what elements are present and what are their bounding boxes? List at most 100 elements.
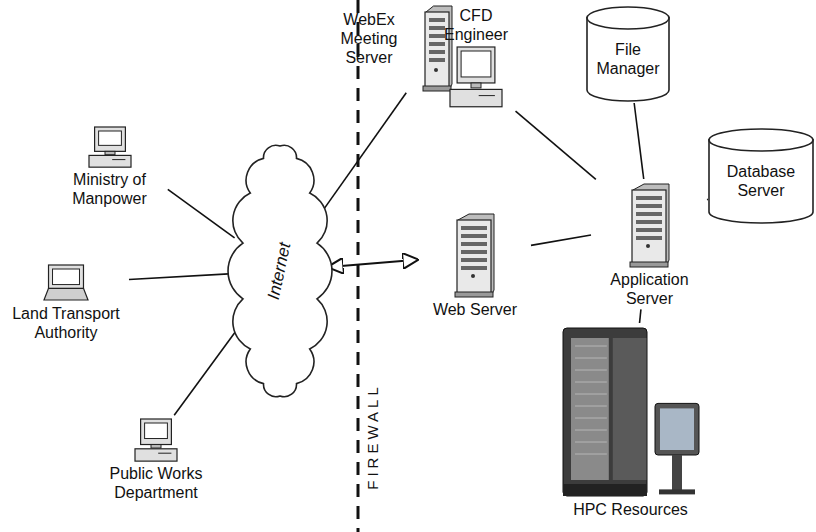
meeting-server: WebEx Meeting Server xyxy=(318,4,453,92)
network-link xyxy=(531,235,591,245)
server-icon xyxy=(630,184,669,267)
node-label: Web Server xyxy=(433,300,517,319)
network-link xyxy=(640,309,641,323)
cabinet xyxy=(563,328,647,496)
screen xyxy=(461,51,491,77)
stand xyxy=(105,151,115,154)
label-block: Web Server xyxy=(433,300,517,319)
hpc-icon xyxy=(563,328,699,496)
node-label: WebEx Meeting Server xyxy=(319,10,419,68)
pc-picture xyxy=(449,46,503,108)
network-link xyxy=(634,103,644,179)
desktop-case xyxy=(450,90,502,107)
screen xyxy=(145,423,168,439)
laptop-icon xyxy=(44,265,88,300)
server-slot xyxy=(636,220,662,224)
server-slot xyxy=(636,228,662,232)
server-picture xyxy=(455,212,495,298)
web-server: Web Server xyxy=(420,210,530,319)
monitor xyxy=(457,47,495,83)
pc-icon xyxy=(89,127,131,167)
label-block: CFD Engineer xyxy=(430,6,522,44)
cabinet-vent xyxy=(575,442,607,443)
server-slot xyxy=(429,34,445,38)
cabinet-panel xyxy=(612,338,646,480)
console-foot xyxy=(659,489,695,494)
server-slot xyxy=(429,58,445,62)
cabinet-vent xyxy=(575,394,607,395)
console-screen xyxy=(660,408,694,450)
server-slot xyxy=(461,250,487,254)
laptop-lid xyxy=(49,265,84,289)
server-slot xyxy=(461,242,487,246)
network-link xyxy=(322,93,406,212)
client-workstation: Public Works Department xyxy=(86,416,226,502)
pc-picture xyxy=(134,418,178,462)
double-arrow xyxy=(329,260,417,267)
label-block: WebEx Meeting Server xyxy=(319,4,419,68)
node-label: Land Transport Authority xyxy=(4,304,128,342)
stand xyxy=(471,83,481,88)
server-picture xyxy=(423,4,453,92)
stand xyxy=(151,445,161,449)
server-slot xyxy=(636,196,662,200)
server-light xyxy=(434,68,438,72)
server-slot xyxy=(636,236,662,240)
cylinder-top xyxy=(709,129,813,151)
cabinet-vent xyxy=(575,346,607,347)
network-link xyxy=(516,111,596,179)
pc-icon xyxy=(135,419,177,461)
internet-cloud: Internet xyxy=(228,132,332,410)
cabinet-panel xyxy=(571,338,609,480)
cabinet-vent xyxy=(575,358,607,359)
node-label: CFD Engineer xyxy=(430,6,522,44)
server-slot xyxy=(461,266,487,270)
laptop-screen xyxy=(53,269,80,285)
node-label: Database Server xyxy=(716,162,806,200)
server-top xyxy=(426,6,452,90)
monitor xyxy=(141,419,172,445)
label-block: Database Server xyxy=(708,128,814,224)
server-icon xyxy=(423,6,452,91)
node-label: Application Server xyxy=(592,270,707,308)
server-light xyxy=(646,244,650,248)
label-block: Ministry of Manpower xyxy=(52,170,167,208)
cylinder-top xyxy=(587,7,669,29)
server-picture xyxy=(630,182,670,268)
label-block: HPC Resources xyxy=(573,500,688,519)
server-slot xyxy=(636,212,662,216)
hpc-cluster: HPC Resources xyxy=(548,324,713,519)
server-slot xyxy=(429,18,445,22)
console-stand xyxy=(672,455,682,491)
label-block: Land Transport Authority xyxy=(4,304,128,342)
pc-icon xyxy=(450,47,502,107)
console-monitor xyxy=(655,403,699,455)
server-icon xyxy=(455,214,494,297)
label-block: File Manager xyxy=(586,6,670,102)
cabinet-vent xyxy=(575,382,607,383)
server-base xyxy=(455,292,493,297)
screen xyxy=(98,131,121,145)
drive-slot xyxy=(158,453,171,454)
server-slot xyxy=(429,50,445,54)
network-link xyxy=(129,274,233,280)
server-slot xyxy=(461,258,487,262)
server-base xyxy=(630,262,668,267)
server-body xyxy=(425,12,449,90)
engineer-workstation: CFD Engineer xyxy=(430,6,522,110)
server-top xyxy=(633,184,669,266)
server-top xyxy=(458,214,494,296)
file-store-cylinder: File Manager xyxy=(586,6,670,102)
node-label: File Manager xyxy=(594,40,662,78)
server-slot xyxy=(461,226,487,230)
cabinet-plinth xyxy=(563,484,647,496)
cloud-label: Internet xyxy=(264,241,296,302)
network-link xyxy=(168,189,235,238)
server-slot xyxy=(429,42,445,46)
pc-picture xyxy=(88,126,132,168)
server-slot xyxy=(461,234,487,238)
cabinet-vent xyxy=(575,418,607,419)
cabinet-vent xyxy=(575,370,607,371)
cabinet-vent xyxy=(575,406,607,407)
